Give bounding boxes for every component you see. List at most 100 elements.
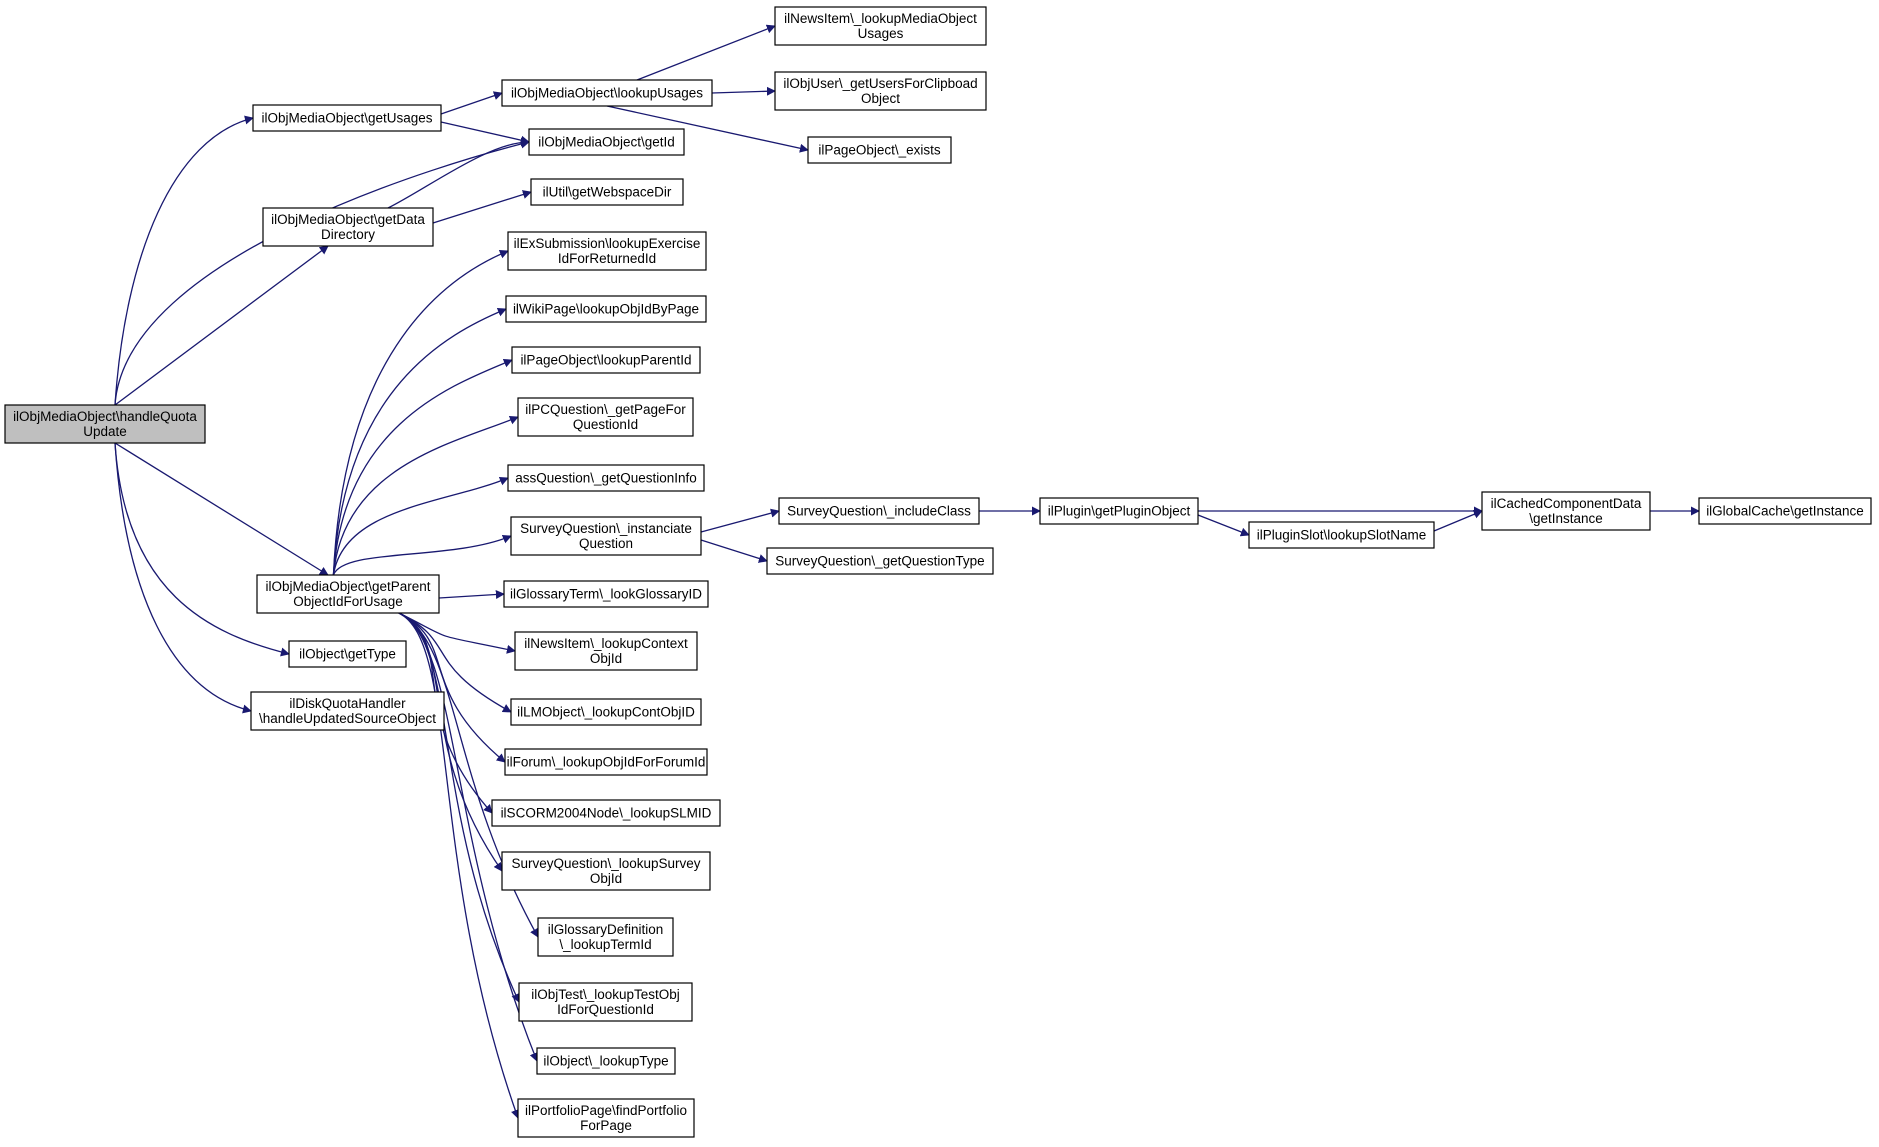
node-exSub[interactable]: ilExSubmission\lookupExerciseIdForReturn… bbox=[507, 231, 707, 271]
node-box bbox=[510, 698, 702, 726]
node-pageParent[interactable]: ilPageObject\lookupParentId bbox=[511, 346, 701, 374]
node-box bbox=[530, 178, 684, 206]
node-getId[interactable]: ilObjMediaObject\getId bbox=[528, 128, 685, 156]
node-box bbox=[491, 799, 721, 827]
node-getUsages[interactable]: ilObjMediaObject\getUsages bbox=[252, 104, 442, 132]
node-box bbox=[505, 295, 707, 323]
node-getParent[interactable]: ilObjMediaObject\getParentObjectIdForUsa… bbox=[256, 574, 440, 614]
node-label: ObjectIdForUsage bbox=[293, 594, 403, 609]
edge-surveyInst-to-surveyInclude bbox=[700, 508, 780, 533]
node-label: ilNewsItem\_lookupContext bbox=[524, 636, 688, 651]
node-box bbox=[510, 516, 702, 556]
node-label: ilUtil\getWebspaceDir bbox=[543, 185, 672, 200]
node-label: ilGlossaryTerm\_lookGlossaryID bbox=[510, 587, 702, 602]
node-globalCache[interactable]: ilGlobalCache\getInstance bbox=[1698, 497, 1872, 525]
node-box bbox=[501, 79, 713, 107]
edge-getParent-to-newsCtx bbox=[398, 612, 516, 654]
node-scorm[interactable]: ilSCORM2004Node\_lookupSLMID bbox=[491, 799, 721, 827]
node-box bbox=[518, 982, 693, 1022]
node-diskQuota[interactable]: ilDiskQuotaHandler\handleUpdatedSourceOb… bbox=[250, 691, 445, 731]
node-label: Question bbox=[579, 536, 633, 551]
edge-pluginSlot-to-cached bbox=[1433, 509, 1483, 532]
node-box bbox=[4, 404, 206, 444]
node-box bbox=[517, 1098, 695, 1138]
edge-getUsages-to-getId bbox=[440, 121, 530, 145]
edge-lookupUsages-to-newsLookupMO bbox=[636, 24, 776, 81]
node-glossDef[interactable]: ilGlossaryDefinition\_lookupTermId bbox=[537, 917, 674, 957]
node-box bbox=[517, 397, 694, 437]
node-lookupUsages[interactable]: ilObjMediaObject\lookupUsages bbox=[501, 79, 713, 107]
node-label: ilPluginSlot\lookupSlotName bbox=[1257, 528, 1427, 543]
node-label: QuestionId bbox=[573, 417, 638, 432]
node-forum[interactable]: ilForum\_lookupObjIdForForumId bbox=[504, 748, 708, 776]
node-label: ilWikiPage\lookupObjIdByPage bbox=[513, 302, 699, 317]
node-lmObj[interactable]: ilLMObject\_lookupContObjID bbox=[510, 698, 702, 726]
node-label: ilLMObject\_lookupContObjID bbox=[517, 705, 695, 720]
edge-lookupUsages-to-pageExists bbox=[606, 105, 809, 153]
node-label: ilObject\getType bbox=[299, 647, 396, 662]
node-box bbox=[766, 547, 994, 575]
node-label: \handleUpdatedSourceObject bbox=[259, 711, 436, 726]
node-objType[interactable]: ilObject\_lookupType bbox=[536, 1047, 676, 1075]
node-label: IdForQuestionId bbox=[557, 1002, 654, 1017]
node-label: Directory bbox=[321, 227, 375, 242]
edge-getParent-to-lmObj bbox=[398, 612, 512, 713]
node-label: ilGlobalCache\getInstance bbox=[1706, 504, 1864, 519]
edge-getParent-to-glossTerm bbox=[438, 590, 505, 599]
node-label: ForPage bbox=[580, 1118, 632, 1133]
node-assQuestion[interactable]: assQuestion\_getQuestionInfo bbox=[507, 464, 705, 492]
node-pluginGet[interactable]: ilPlugin\getPluginObject bbox=[1039, 497, 1199, 525]
node-wikiPage[interactable]: ilWikiPage\lookupObjIdByPage bbox=[505, 295, 707, 323]
edge-root-to-getType bbox=[114, 442, 290, 657]
node-label: SurveyQuestion\_includeClass bbox=[787, 504, 971, 519]
node-label: ilPageObject\_exists bbox=[818, 143, 941, 158]
node-webspace[interactable]: ilUtil\getWebspaceDir bbox=[530, 178, 684, 206]
edge-getParent-to-portfolio bbox=[398, 612, 520, 1119]
node-box bbox=[250, 691, 445, 731]
node-box bbox=[507, 464, 705, 492]
node-box bbox=[537, 917, 674, 957]
edge-getParent-to-objType bbox=[398, 612, 539, 1062]
node-label: ilPlugin\getPluginObject bbox=[1048, 504, 1191, 519]
node-label: ObjId bbox=[590, 871, 622, 886]
node-surveyInclude[interactable]: SurveyQuestion\_includeClass bbox=[778, 497, 980, 525]
node-cached[interactable]: ilCachedComponentData\getInstance bbox=[1481, 491, 1651, 531]
node-label: ilDiskQuotaHandler bbox=[289, 696, 406, 711]
edge-pluginGet-to-pluginSlot bbox=[1197, 514, 1250, 537]
node-pluginSlot[interactable]: ilPluginSlot\lookupSlotName bbox=[1248, 521, 1435, 549]
node-box bbox=[778, 497, 980, 525]
node-label: ilObject\_lookupType bbox=[543, 1054, 668, 1069]
node-label: SurveyQuestion\_instanciate bbox=[520, 521, 692, 536]
node-pageExists[interactable]: ilPageObject\_exists bbox=[807, 136, 952, 164]
node-label: ilObjMediaObject\getData bbox=[271, 212, 425, 227]
node-label: ilObjUser\_getUsersForClipboad bbox=[783, 76, 977, 91]
node-box bbox=[807, 136, 952, 164]
node-label: ilPortfolioPage\findPortfolio bbox=[525, 1103, 687, 1118]
node-getType[interactable]: ilObject\getType bbox=[288, 640, 407, 668]
node-box bbox=[501, 851, 711, 891]
node-label: SurveyQuestion\_lookupSurvey bbox=[511, 856, 700, 871]
node-box bbox=[262, 207, 434, 247]
node-box bbox=[256, 574, 440, 614]
node-surveyType[interactable]: SurveyQuestion\_getQuestionType bbox=[766, 547, 994, 575]
node-label: \_lookupTermId bbox=[559, 937, 651, 952]
node-glossTerm[interactable]: ilGlossaryTerm\_lookGlossaryID bbox=[503, 580, 709, 608]
node-box bbox=[504, 748, 708, 776]
node-label: Object bbox=[861, 91, 900, 106]
node-label: IdForReturnedId bbox=[558, 251, 656, 266]
node-box bbox=[1481, 491, 1651, 531]
node-label: SurveyQuestion\_getQuestionType bbox=[775, 554, 984, 569]
node-label: ObjId bbox=[590, 651, 622, 666]
node-label: ilObjMediaObject\getUsages bbox=[261, 111, 432, 126]
